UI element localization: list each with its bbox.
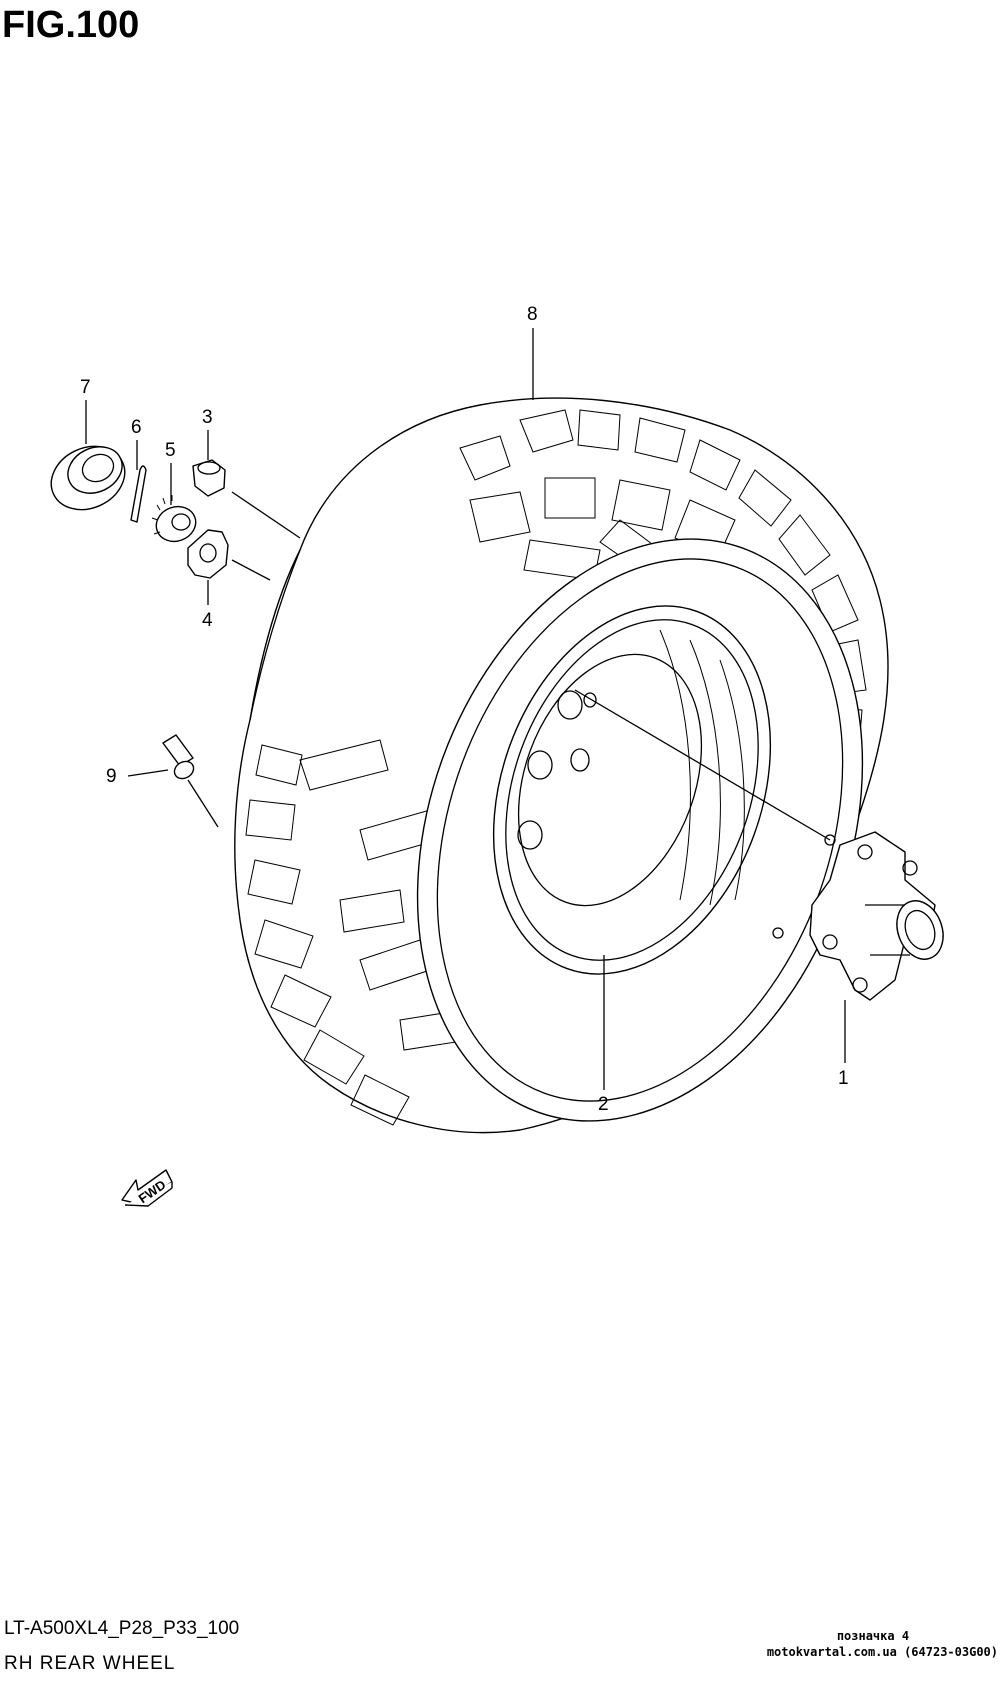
callout-4: 4 bbox=[202, 610, 213, 631]
cotter-pin[interactable] bbox=[130, 465, 147, 523]
castle-nut[interactable] bbox=[192, 459, 226, 497]
wheel-rim[interactable] bbox=[340, 476, 940, 1183]
section-name: RH REAR WHEEL bbox=[4, 1653, 176, 1674]
watermark-line-2: motokvartal.com.ua (64723-03G00) bbox=[766, 1645, 998, 1659]
leader-lines bbox=[85, 328, 846, 1090]
fwd-arrow-icon: FWD bbox=[121, 1169, 173, 1207]
callout-3: 3 bbox=[202, 407, 213, 428]
callout-2: 2 bbox=[598, 1094, 609, 1115]
model-code: LT-A500XL4_P28_P33_100 bbox=[4, 1618, 240, 1639]
callout-7: 7 bbox=[80, 377, 91, 398]
callout-6: 6 bbox=[131, 417, 142, 438]
wheel-hub[interactable] bbox=[772, 831, 951, 1001]
callout-8: 8 bbox=[527, 304, 538, 325]
callout-5: 5 bbox=[165, 440, 176, 461]
callout-9: 9 bbox=[106, 766, 117, 787]
watermark: позначка 4 motokvartal.com.ua (64723-03G… bbox=[767, 1628, 998, 1660]
hub-cap[interactable] bbox=[41, 435, 135, 521]
watermark-line-1: позначка 4 bbox=[836, 1629, 910, 1643]
valve-stem[interactable] bbox=[162, 734, 197, 782]
lock-nut[interactable] bbox=[151, 495, 200, 547]
callout-1: 1 bbox=[838, 1068, 849, 1089]
figure-title: FIG.100 bbox=[2, 4, 140, 46]
washer[interactable] bbox=[187, 529, 229, 579]
